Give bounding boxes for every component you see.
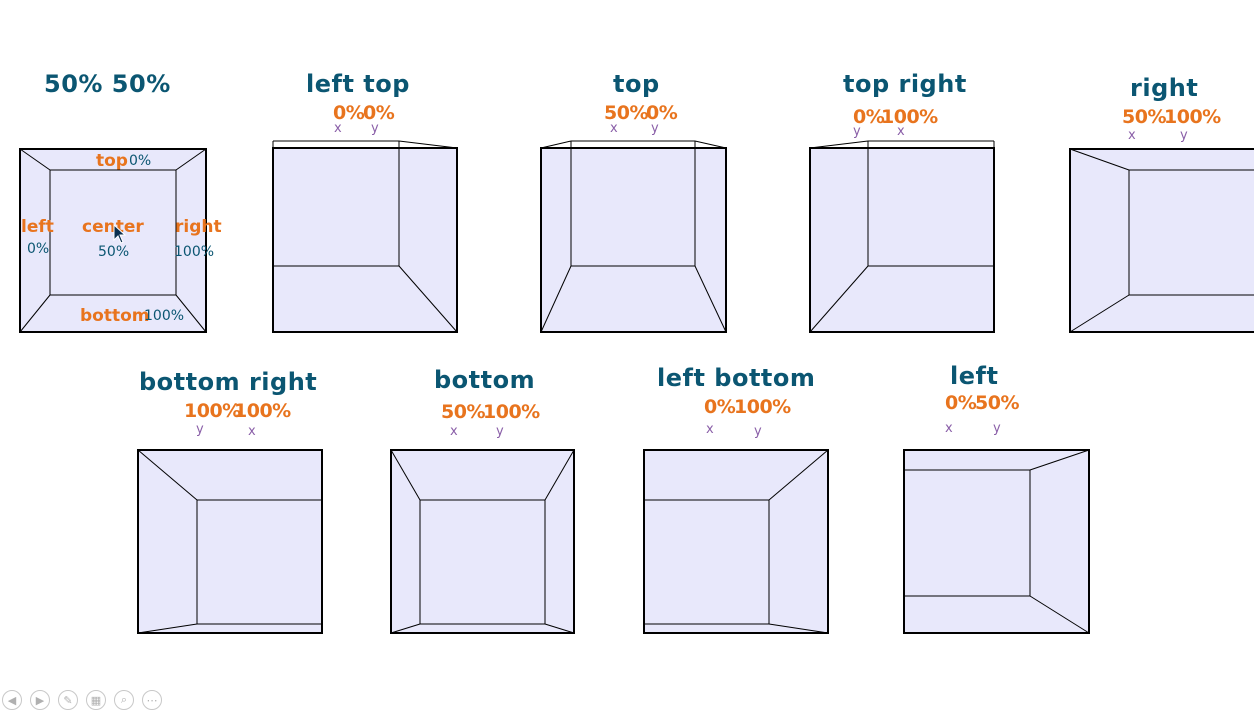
box-top-right [809, 140, 995, 333]
axis-bottom-2: y [496, 424, 504, 439]
axis-left-1: x [945, 421, 953, 436]
axis-bottom-right-1: y [196, 422, 204, 437]
presentation-toolbar: ◀ ▶ ✎ ▦ ⌕ ⋯ [2, 690, 162, 714]
label-right-pct: 100% [174, 244, 215, 260]
axis-left-2: y [993, 421, 1001, 436]
title-left: left [950, 362, 999, 390]
value-right-2: 100% [1164, 106, 1221, 128]
pen-icon[interactable]: ✎ [58, 690, 78, 710]
title-left-bottom: left bottom [657, 364, 816, 392]
next-icon[interactable]: ▶ [30, 690, 50, 710]
axis-left-top-2: y [371, 121, 379, 136]
label-bottom: bottom [80, 306, 150, 326]
label-top: top [96, 151, 128, 171]
label-top-pct: 0% [129, 153, 152, 169]
value-left-top-2: 0% [363, 102, 395, 124]
axis-bottom-1: x [450, 424, 458, 439]
title-bottom-right: bottom right [139, 368, 318, 396]
label-left: left [21, 217, 54, 237]
box-left-top [272, 140, 458, 333]
title-top: top [613, 70, 660, 98]
more-icon[interactable]: ⋯ [142, 690, 162, 710]
axis-top-right-1: y [853, 124, 861, 139]
value-top-2: 0% [646, 102, 678, 124]
axis-top-2: y [651, 121, 659, 136]
title-top-right: top right [843, 70, 967, 98]
title-right: right [1130, 74, 1199, 102]
value-left-1: 0% [945, 392, 977, 414]
axis-top-1: x [610, 121, 618, 136]
axis-right-1: x [1128, 128, 1136, 143]
title-left-top: left top [306, 70, 410, 98]
value-bottom-right-2: 100% [234, 400, 291, 422]
axis-left-bottom-2: y [754, 424, 762, 439]
value-bottom-2: 100% [483, 401, 540, 423]
box-bottom-right [137, 449, 323, 634]
title-center: 50% 50% [44, 70, 171, 98]
value-left-bottom-1: 0% [704, 396, 736, 418]
label-bottom-pct: 100% [144, 308, 185, 324]
label-center-pct: 50% [98, 244, 130, 260]
box-bottom [390, 449, 575, 634]
title-bottom: bottom [434, 366, 536, 394]
value-bottom-1: 50% [441, 401, 485, 423]
mouse-cursor-icon [113, 224, 127, 244]
zoom-icon[interactable]: ⌕ [114, 690, 134, 710]
value-top-1: 50% [604, 102, 648, 124]
label-left-pct: 0% [27, 241, 50, 257]
axis-left-bottom-1: x [706, 422, 714, 437]
box-left-bottom [643, 449, 829, 634]
value-top-right-1: 0% [853, 106, 885, 128]
box-right [1069, 148, 1254, 333]
slides-icon[interactable]: ▦ [86, 690, 106, 710]
label-right: right [175, 217, 222, 237]
value-left-2: 50% [975, 392, 1019, 414]
prev-icon[interactable]: ◀ [2, 690, 22, 710]
axis-right-2: y [1180, 128, 1188, 143]
axis-left-top-1: x [334, 121, 342, 136]
axis-top-right-2: x [897, 124, 905, 139]
value-left-top-1: 0% [333, 102, 365, 124]
box-left [903, 449, 1090, 634]
axis-bottom-right-2: x [248, 424, 256, 439]
box-top [540, 140, 727, 333]
value-top-right-2: 100% [881, 106, 938, 128]
value-left-bottom-2: 100% [734, 396, 791, 418]
value-right-1: 50% [1122, 106, 1166, 128]
value-bottom-right-1: 100% [184, 400, 241, 422]
label-center: center [82, 217, 144, 237]
